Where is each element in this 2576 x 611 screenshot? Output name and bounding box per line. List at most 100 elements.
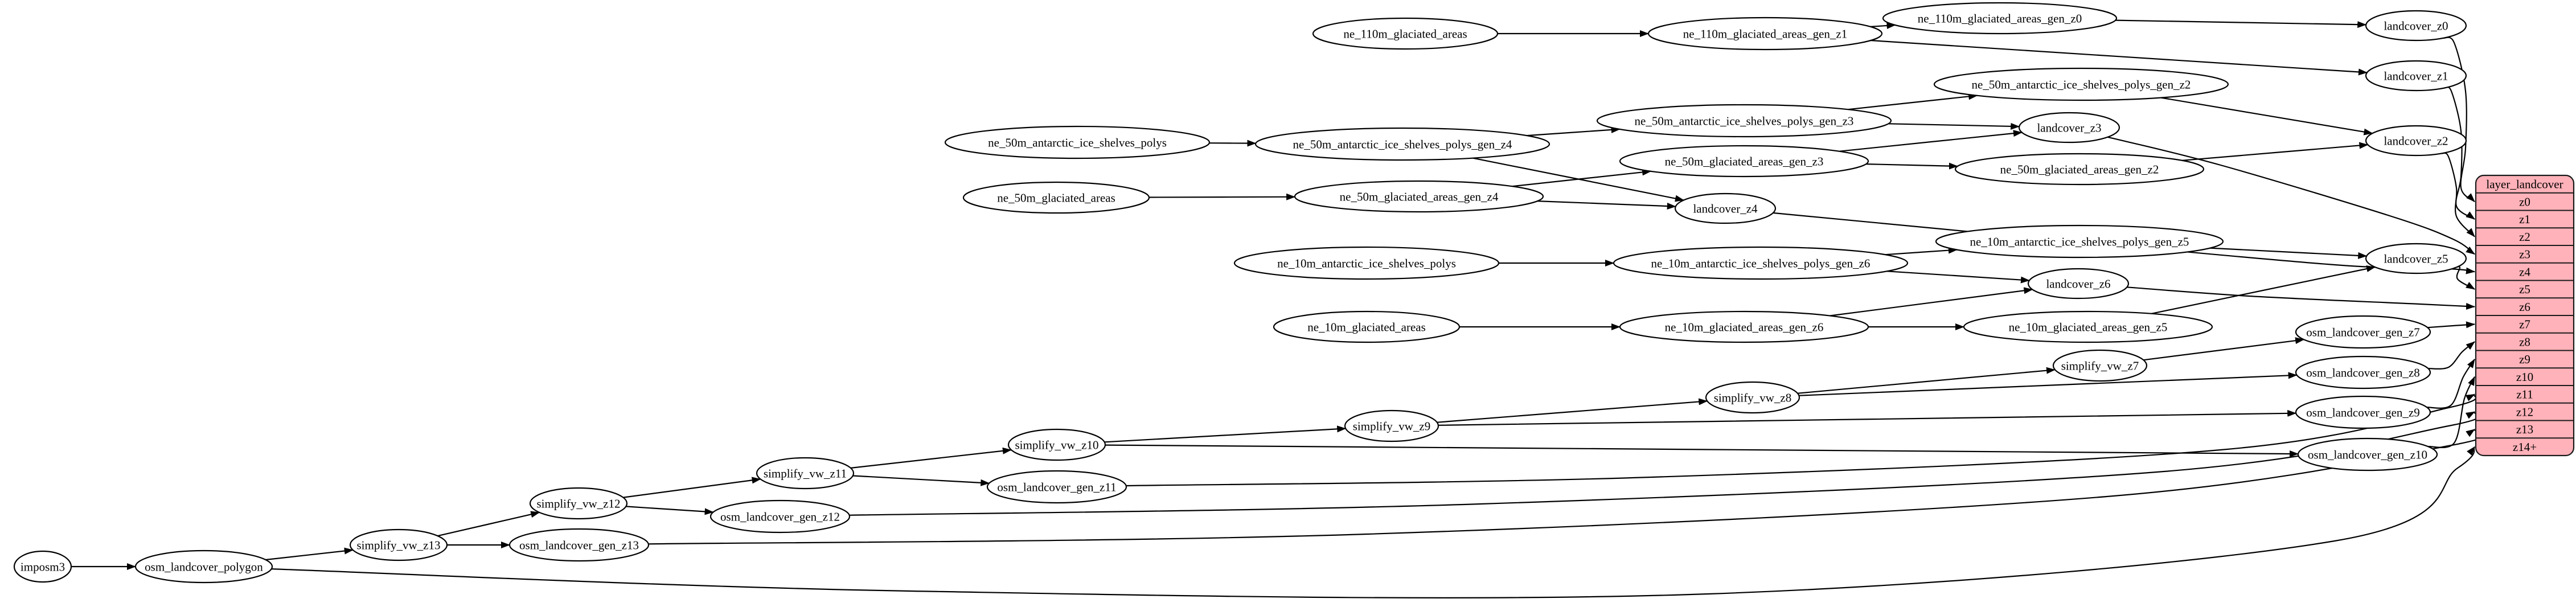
node-landcover_z5: landcover_z5: [2365, 243, 2467, 274]
table-row-z12: z12: [2516, 405, 2533, 419]
edge-ne_50m_antarctic_ice_shelves_polys_gen_z4-to-ne_50m_antarctic_ice_shelves_polys_gen_z3: [1527, 126, 1621, 137]
edge-ne_50m_antarctic_ice_shelves_polys_gen_z3-to-landcover_z3: [1888, 122, 2020, 130]
node-simplify_vw_z10: simplify_vw_z10: [1007, 428, 1106, 461]
edge-landcover_z1-to-row:z1: [2443, 86, 2475, 220]
table-header: layer_landcover: [2486, 178, 2563, 191]
node-label: ne_50m_antarctic_ice_shelves_polys_gen_z…: [1635, 114, 1854, 128]
edge-ne_10m_antarctic_ice_shelves_polys_gen_z6-to-landcover_z6: [1886, 270, 2030, 284]
node-label: ne_10m_antarctic_ice_shelves_polys: [1277, 256, 1456, 270]
node-label: simplify_vw_z9: [1353, 419, 1431, 433]
edge-ne_50m_glaciated_areas_gen_z3-to-ne_50m_glaciated_areas_gen_z2: [1866, 162, 1958, 170]
node-label: osm_landcover_gen_z7: [2306, 325, 2419, 339]
edge-osm_landcover_gen_z10-to-row:z10: [2427, 376, 2475, 449]
node-osm_landcover_gen_z7: osm_landcover_gen_z7: [2295, 315, 2431, 349]
edge-ne_50m_glaciated_areas-to-ne_50m_glaciated_areas_gen_z4: [1148, 193, 1296, 200]
node-label: ne_10m_glaciated_areas: [1307, 320, 1426, 334]
edge-landcover_z2-to-row:z2: [2441, 152, 2475, 237]
node-osm_landcover_gen_z10: osm_landcover_gen_z10: [2297, 437, 2438, 471]
node-ne_50m_glaciated_areas_gen_z4: ne_50m_glaciated_areas_gen_z4: [1294, 180, 1544, 213]
table-row-z7: z7: [2519, 318, 2530, 331]
node-label: osm_landcover_polygon: [145, 560, 263, 573]
node-osm_landcover_gen_z8: osm_landcover_gen_z8: [2295, 355, 2431, 389]
node-label: landcover_z1: [2384, 69, 2448, 83]
node-ne_10m_antarctic_ice_shelves_polys_gen_z5: ne_10m_antarctic_ice_shelves_polys_gen_z…: [1935, 224, 2224, 259]
edge-simplify_vw_z11-to-osm_landcover_gen_z11: [852, 475, 990, 486]
node-label: osm_landcover_gen_z10: [2308, 448, 2427, 461]
edge-ne_10m_antarctic_ice_shelves_polys_gen_z5-to-landcover_z5: [2210, 247, 2368, 259]
node-label: ne_50m_glaciated_areas: [997, 191, 1115, 204]
node-label: ne_50m_antarctic_ice_shelves_polys: [988, 136, 1167, 149]
edge-ne_50m_antarctic_ice_shelves_polys_gen_z3-to-ne_50m_antarctic_ice_shelves_polys_gen_z2: [1848, 93, 1978, 110]
node-simplify_vw_z12: simplify_vw_z12: [529, 487, 628, 520]
node-label: landcover_z0: [2384, 19, 2448, 32]
edge-ne_50m_glaciated_areas_gen_z2-to-landcover_z2: [2181, 142, 2369, 161]
node-osm_landcover_gen_z12: osm_landcover_gen_z12: [709, 499, 851, 534]
edge-simplify_vw_z12-to-osm_landcover_gen_z12: [626, 506, 714, 515]
node-label: landcover_z2: [2384, 134, 2448, 147]
edge-ne_110m_glaciated_areas_gen_z0-to-landcover_z0: [2115, 19, 2367, 28]
node-label: ne_110m_glaciated_areas_gen_z1: [1683, 27, 1847, 40]
table-row-z11: z11: [2516, 388, 2533, 401]
table-row-z13: z13: [2516, 423, 2533, 436]
node-label: ne_50m_glaciated_areas_gen_z3: [1665, 154, 1824, 168]
edge-simplify_vw_z10-to-simplify_vw_z9: [1104, 425, 1347, 443]
node-simplify_vw_z7: simplify_vw_z7: [2052, 349, 2148, 382]
node-label: osm_landcover_gen_z12: [720, 510, 840, 523]
node-label: osm_landcover_gen_z8: [2306, 366, 2419, 379]
edge-simplify_vw_z8-to-osm_landcover_gen_z8: [1799, 372, 2298, 396]
node-ne_10m_antarctic_ice_shelves_polys: ne_10m_antarctic_ice_shelves_polys: [1233, 246, 1500, 280]
node-simplify_vw_z13: simplify_vw_z13: [349, 528, 448, 561]
node-label: landcover_z3: [2037, 121, 2101, 134]
node-label: simplify_vw_z13: [357, 538, 441, 552]
node-label: imposm3: [20, 560, 65, 573]
edge-simplify_vw_z9-to-simplify_vw_z8: [1437, 398, 1708, 423]
edge-osm_landcover_gen_z12-to-row:z12: [849, 411, 2480, 516]
node-label: ne_110m_glaciated_areas: [1343, 27, 1467, 40]
node-ne_50m_antarctic_ice_shelves_polys: ne_50m_antarctic_ice_shelves_polys: [944, 125, 1211, 159]
table-row-z1: z1: [2519, 212, 2530, 226]
node-ne_50m_glaciated_areas_gen_z2: ne_50m_glaciated_areas_gen_z2: [1954, 153, 2205, 186]
node-label: simplify_vw_z12: [537, 497, 621, 510]
edge-ne_110m_glaciated_areas_gen_z1-to-ne_110m_glaciated_areas_gen_z0: [1870, 22, 1896, 30]
node-label: ne_10m_antarctic_ice_shelves_polys_gen_z…: [1970, 235, 2189, 248]
node-landcover_z4: landcover_z4: [1674, 192, 1777, 224]
node-landcover_z0: landcover_z0: [2365, 10, 2467, 42]
node-ne_50m_antarctic_ice_shelves_polys_gen_z4: ne_50m_antarctic_ice_shelves_polys_gen_z…: [1254, 127, 1550, 161]
node-ne_50m_antarctic_ice_shelves_polys_gen_z3: ne_50m_antarctic_ice_shelves_polys_gen_z…: [1596, 104, 1892, 138]
edge-ne_50m_glaciated_areas_gen_z4-to-landcover_z4: [1537, 200, 1676, 210]
node-osm_landcover_polygon: osm_landcover_polygon: [134, 550, 273, 584]
node-layer: ne_110m_glaciated_areas ne_110m_glaciated…: [13, 2, 2467, 584]
edge-osm_landcover_gen_z13-to-row:z13: [648, 428, 2486, 545]
edge-osm_landcover_gen_z9-to-row:z9: [2427, 359, 2475, 409]
node-label: landcover_z4: [1693, 202, 1758, 215]
table-row-z10: z10: [2516, 370, 2533, 384]
node-label: simplify_vw_z8: [1714, 391, 1792, 404]
edge-ne_10m_glaciated_areas_gen_z5-to-landcover_z5: [2151, 265, 2376, 314]
node-ne_110m_glaciated_areas_gen_z1: ne_110m_glaciated_areas_gen_z1: [1647, 17, 1883, 51]
edge-osm_landcover_gen_z8-to-row:z8: [2428, 341, 2475, 370]
node-ne_10m_glaciated_areas: ne_10m_glaciated_areas: [1273, 310, 1461, 343]
edge-osm_landcover_polygon-to-row:z14+: [271, 446, 2475, 598]
edge-simplify_vw_z7-to-osm_landcover_gen_z7: [2143, 337, 2305, 361]
table-row-z14+: z14+: [2513, 440, 2537, 454]
node-label: simplify_vw_z7: [2061, 359, 2139, 372]
node-label: osm_landcover_gen_z11: [997, 480, 1116, 494]
node-ne_110m_glaciated_areas_gen_z0: ne_110m_glaciated_areas_gen_z0: [1882, 2, 2118, 35]
node-ne_10m_glaciated_areas_gen_z5: ne_10m_glaciated_areas_gen_z5: [1963, 310, 2213, 343]
node-label: ne_50m_antarctic_ice_shelves_polys_gen_z…: [1293, 137, 1512, 151]
edge-ne_10m_antarctic_ice_shelves_polys_gen_z6-to-ne_10m_antarctic_ice_shelves_polys_gen_z5: [1885, 247, 1958, 256]
node-simplify_vw_z9: simplify_vw_z9: [1344, 409, 1439, 442]
table-row-z9: z9: [2519, 352, 2530, 366]
table-row-z6: z6: [2519, 300, 2530, 314]
node-landcover_z6: landcover_z6: [2027, 268, 2130, 300]
node-label: osm_landcover_gen_z13: [519, 538, 639, 552]
node-label: ne_50m_antarctic_ice_shelves_polys_gen_z…: [1972, 77, 2191, 91]
edge-ne_50m_glaciated_areas_gen_z4-to-ne_50m_glaciated_areas_gen_z3: [1512, 169, 1652, 187]
node-label: landcover_z6: [2046, 277, 2110, 290]
table-row-z5: z5: [2519, 282, 2530, 296]
node-landcover_z3: landcover_z3: [2018, 112, 2120, 143]
node-imposm3: imposm3: [13, 550, 72, 583]
table-row-z2: z2: [2519, 230, 2530, 244]
node-label: osm_landcover_gen_z9: [2306, 405, 2419, 419]
